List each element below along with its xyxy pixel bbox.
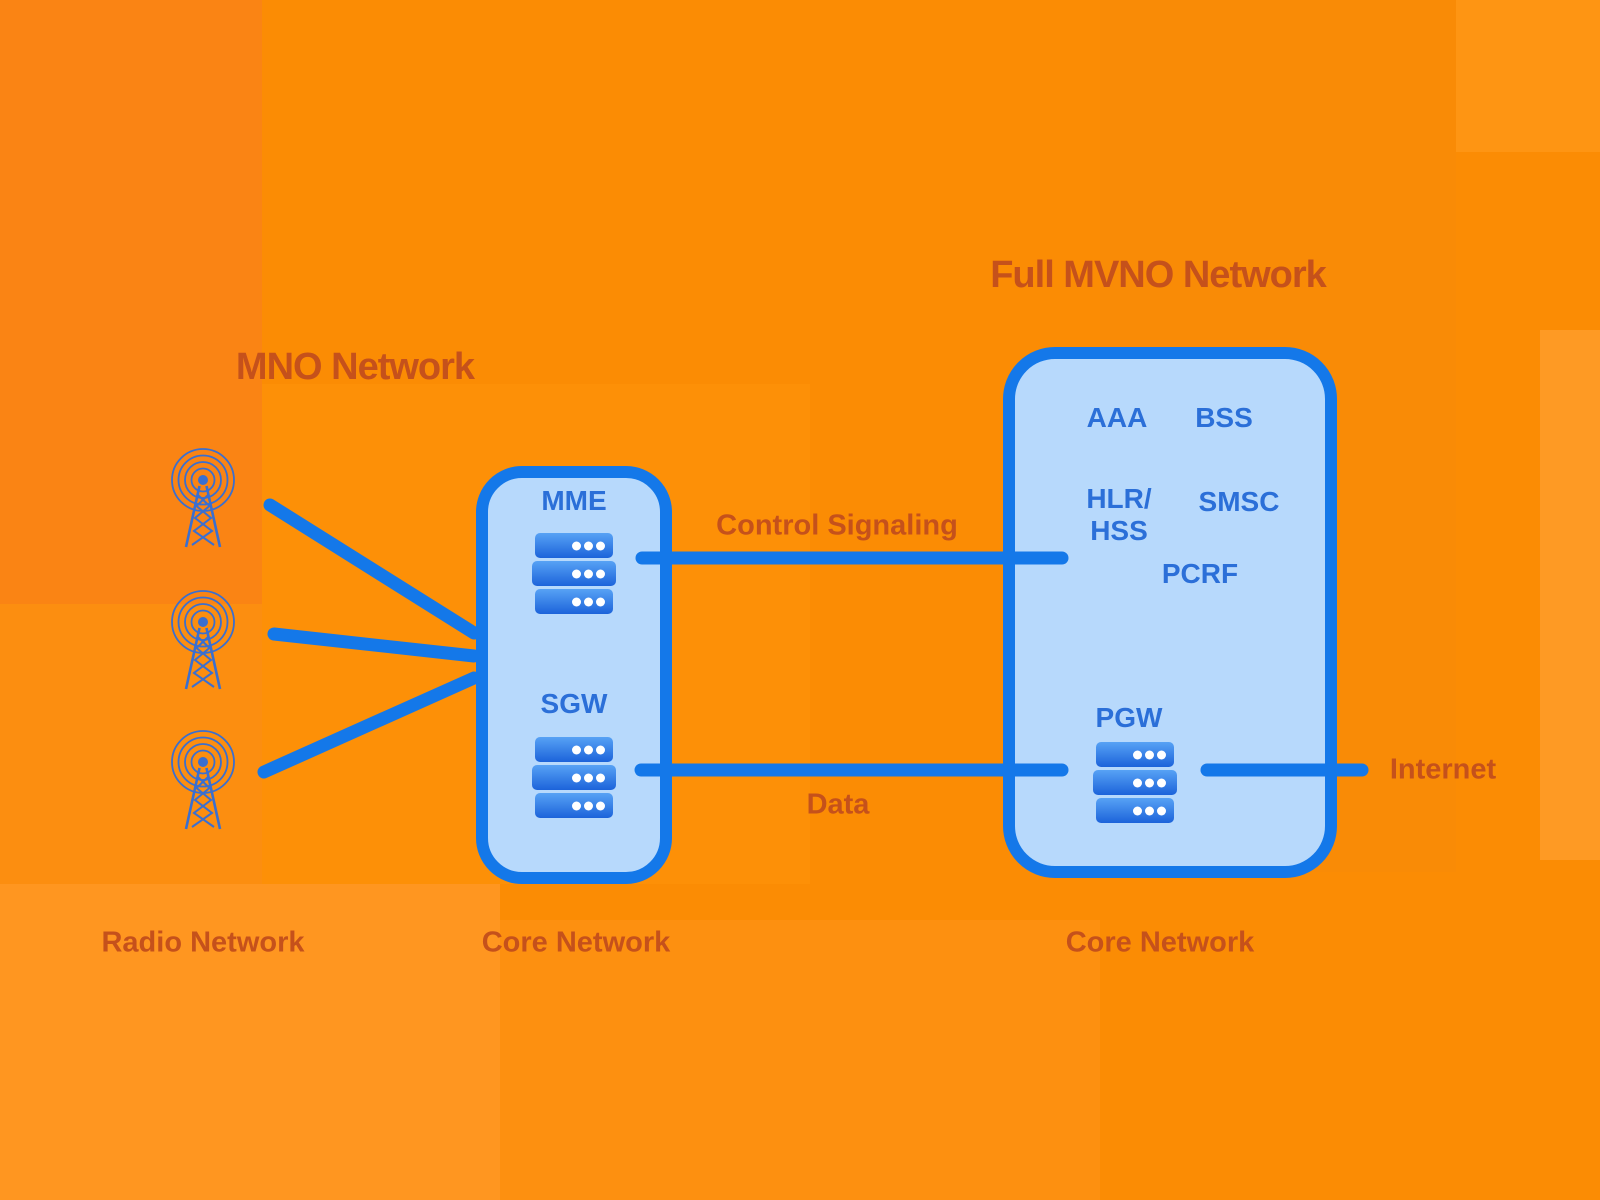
aaa-label: AAA bbox=[1086, 402, 1148, 433]
server-bar bbox=[535, 793, 613, 818]
mno-network-title: MNO Network bbox=[235, 346, 475, 388]
bss-label: BSS bbox=[1195, 402, 1253, 433]
mme-label: MME bbox=[541, 485, 607, 516]
core-network-caption-mno: Core Network bbox=[481, 926, 671, 959]
mvno-core-network-box bbox=[1003, 347, 1337, 878]
bg-patch bbox=[500, 920, 1100, 1200]
pgw-server-icon bbox=[1093, 742, 1177, 826]
hss-line: HSS bbox=[1090, 515, 1148, 546]
smsc-label: SMSC bbox=[1198, 486, 1280, 517]
hlr-line: HLR/ bbox=[1086, 483, 1152, 514]
server-bar bbox=[535, 589, 613, 614]
server-bar bbox=[532, 765, 616, 790]
mvno-network-title: Full MVNO Network bbox=[990, 254, 1327, 296]
bg-patch bbox=[1456, 0, 1600, 152]
pcrf-label: PCRF bbox=[1161, 558, 1239, 589]
core-network-caption-mvno: Core Network bbox=[1065, 926, 1255, 959]
internet-label: Internet bbox=[1389, 753, 1497, 786]
bg-patch bbox=[0, 604, 262, 884]
bg-patch bbox=[1540, 330, 1600, 860]
mno-core-network-box bbox=[476, 466, 672, 884]
sgw-label: SGW bbox=[540, 688, 608, 719]
radio-network-caption: Radio Network bbox=[101, 926, 305, 959]
bg-patch bbox=[0, 0, 262, 604]
server-bar bbox=[535, 533, 613, 558]
sgw-server-icon bbox=[532, 737, 616, 821]
server-bar bbox=[1096, 798, 1174, 823]
server-bar bbox=[1093, 770, 1177, 795]
hlr-hss-label: HLR/ HSS bbox=[1086, 483, 1151, 547]
server-bar bbox=[532, 561, 616, 586]
server-bar bbox=[1096, 742, 1174, 767]
mme-server-icon bbox=[532, 533, 616, 617]
control-signaling-label: Control Signaling bbox=[716, 509, 958, 542]
pgw-label: PGW bbox=[1095, 702, 1163, 733]
data-label: Data bbox=[806, 788, 870, 821]
bg-patch bbox=[0, 884, 500, 1200]
server-bar bbox=[535, 737, 613, 762]
